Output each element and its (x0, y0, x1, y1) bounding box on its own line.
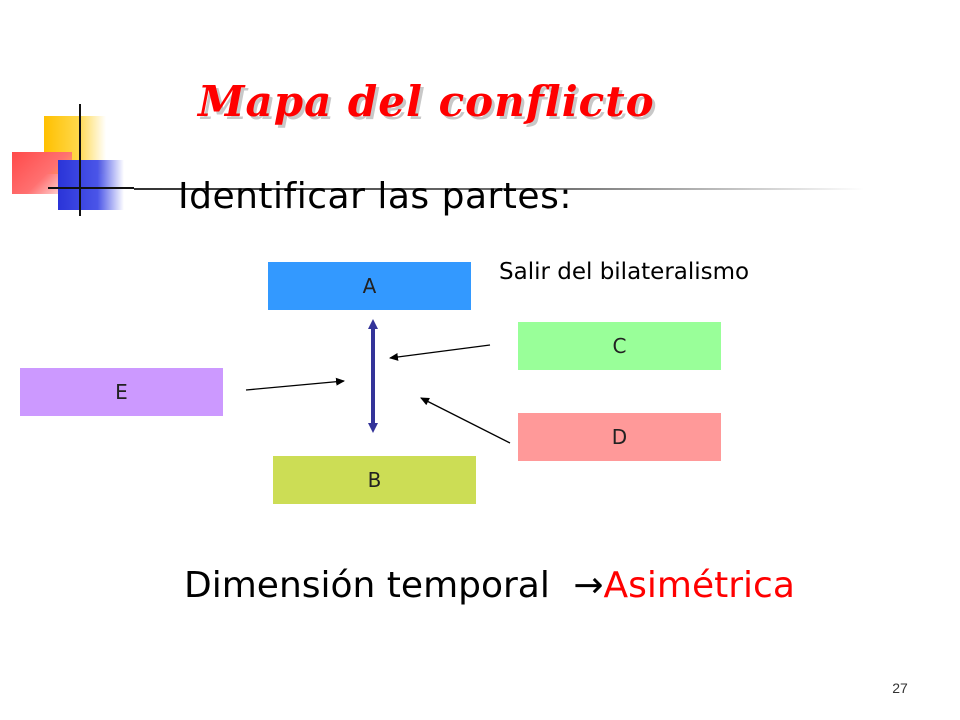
party-box-b: B (273, 456, 476, 504)
decorative-vertical-line (79, 104, 81, 216)
dimension-label: Dimensión temporal (184, 565, 562, 606)
e-to-axis-arrow (245, 377, 345, 391)
dimension-value: Asimétrica (603, 565, 795, 606)
bilateralism-note: Salir del bilateralismo (499, 259, 750, 285)
decorative-blue-square (58, 160, 124, 210)
temporal-dimension-line: Dimensión temporal →Asimétrica (184, 556, 795, 616)
party-box-e: E (20, 368, 223, 416)
slide-title: Mapa del conflicto (198, 77, 655, 126)
d-to-axis-arrow (420, 397, 511, 444)
c-to-axis-arrow (389, 344, 491, 361)
decorative-horizontal-line (48, 187, 134, 189)
party-box-c: C (518, 322, 721, 370)
page-number: 27 (892, 680, 908, 696)
party-box-a: A (268, 262, 471, 310)
title-underline-rule (134, 188, 864, 190)
slide-subtitle: Identificar las partes: (178, 176, 572, 217)
party-box-d: D (518, 413, 721, 461)
right-arrow-icon: → (573, 565, 604, 606)
